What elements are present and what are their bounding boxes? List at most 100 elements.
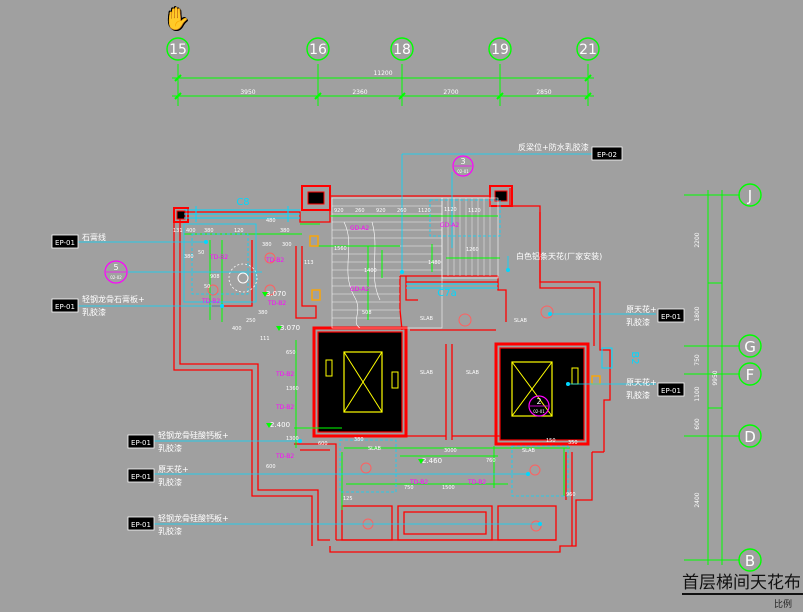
right-axis-grid	[684, 190, 740, 565]
top-dim: 2850	[536, 89, 551, 96]
dim-text: 350	[568, 440, 578, 446]
dim-text: 250	[246, 318, 256, 324]
window-label-c8: C8	[236, 197, 249, 208]
dim-text: 600	[318, 441, 328, 447]
axis-label: B	[745, 552, 755, 570]
slab-label: SLAB	[420, 316, 433, 322]
right-axis-bubble-J: J	[738, 183, 762, 207]
dim-text: 111	[260, 336, 270, 342]
level-label: 3.070	[280, 324, 300, 332]
section-marker-3: 3 02-01	[452, 155, 474, 177]
material-tags: TD-B2 TD-B2 TD-B2 TD-B2 TD-B2 TD-B2 TD-B…	[201, 222, 486, 486]
axis-label: 16	[309, 42, 327, 58]
dim-text: 113	[304, 260, 314, 266]
axis-bubble-21: 21	[576, 37, 600, 61]
dim-text: 260	[355, 208, 365, 214]
dim-text: 750	[404, 485, 414, 491]
slab-label: SLAB	[420, 370, 433, 376]
axis-label: 15	[169, 42, 187, 58]
window-c8	[184, 206, 300, 222]
top-dim: 3950	[240, 89, 255, 96]
drawing-title: 首层梯间天花布	[682, 573, 801, 593]
right-dim: 1100	[694, 386, 701, 401]
callout-ref: EP-01	[55, 303, 75, 311]
tag-td: TD-B2	[265, 257, 284, 264]
right-axis-bubble-F: F	[738, 362, 762, 386]
section-marker-2: 2 02-01	[528, 395, 550, 417]
axis-label: 18	[393, 42, 411, 58]
dim-text: 120	[234, 228, 244, 234]
tag-td: TD-B2	[409, 479, 428, 486]
callout-text: 轻钢龙骨石膏板+	[82, 294, 145, 304]
dim-text: 125	[343, 496, 353, 502]
dim-text: 50	[198, 250, 204, 256]
tag-td: TD-B2	[275, 404, 294, 411]
slab-label: SLAB	[368, 446, 381, 452]
top-axis-ticks	[174, 74, 592, 100]
callout-text: 白色铝条天花(厂家安装)	[516, 251, 602, 261]
axis-bubble-18: 18	[390, 37, 414, 61]
callout-c6: 原天花+ 乳胶漆 EP-01	[626, 377, 685, 400]
tag-td: TD-B2	[201, 298, 220, 305]
axis-label: 19	[491, 42, 509, 58]
dim-text: 3000	[444, 448, 457, 454]
section-number: 3	[460, 157, 465, 166]
dim-text: 650	[286, 350, 296, 356]
right-axis-bubble-G: G	[738, 334, 762, 358]
section-ref: 02-01	[533, 409, 545, 414]
dim-text: 1120	[418, 208, 431, 214]
callout-ref: EP-01	[55, 239, 75, 247]
callout-leaders	[76, 153, 656, 525]
callout-ref: EP-01	[661, 313, 681, 321]
callout-text: 原天花+	[626, 377, 657, 387]
callout-text: 原天花+	[158, 464, 189, 474]
callout-text: 乳胶漆	[626, 390, 650, 400]
dim-text: 600	[266, 464, 276, 470]
callout-ref: EP-01	[131, 439, 151, 447]
callout-text: 反梁位+防水乳胶漆	[518, 142, 589, 152]
callout-text: 乳胶漆	[626, 317, 650, 327]
level-label: 2.400	[270, 421, 290, 429]
callout-c2: EP-01 石膏线	[51, 232, 106, 249]
aluminum-strip-ceiling	[331, 197, 499, 329]
dim-text: 380	[204, 228, 214, 234]
callout-c3: EP-01 轻钢龙骨石膏板+ 乳胶漆	[51, 294, 145, 317]
callout-text: 乳胶漆	[82, 307, 106, 317]
dim-text: 1300	[286, 436, 299, 442]
right-dim: 2200	[694, 232, 701, 247]
dim-text: 1400	[364, 268, 377, 274]
callout-ref: EP-01	[131, 473, 151, 481]
tag-td: TD-B2	[275, 371, 294, 378]
scale-label: 比例	[774, 600, 793, 610]
drawing-title-block: 首层梯间天花布 比例	[682, 568, 803, 610]
callout-ref: EP-02	[597, 151, 617, 159]
callout-text: 乳胶漆	[158, 443, 182, 453]
dim-text: 400	[186, 228, 196, 234]
top-axis-grid	[172, 64, 594, 106]
ceiling-fixtures	[183, 199, 569, 497]
top-dim: 2700	[443, 89, 458, 96]
section-number: 5	[113, 263, 118, 272]
title-underline	[682, 593, 803, 595]
callout-c9: EP-01 轻钢龙骨硅酸钙板+ 乳胶漆	[127, 513, 229, 536]
section-ref: 02-01	[457, 169, 469, 174]
callout-ref: EP-01	[131, 521, 151, 529]
dim-text: 380	[262, 242, 272, 248]
right-total-dim: 9950	[712, 370, 719, 385]
callout-text: 乳胶漆	[158, 526, 182, 536]
dim-text: 400	[232, 326, 242, 332]
dim-text: 380	[258, 310, 268, 316]
door-label-b2: B2	[629, 351, 640, 364]
right-dim: 600	[694, 418, 701, 430]
slab-label: SLAB	[466, 370, 479, 376]
dim-text: 508	[362, 310, 372, 316]
dim-text: 760	[486, 458, 496, 464]
dim-text: 50	[204, 284, 210, 290]
dim-text: 150	[546, 438, 556, 444]
hand-cursor-icon: ✋	[163, 7, 191, 32]
callout-arrows	[204, 240, 570, 526]
wall-outlines	[173, 185, 611, 553]
ceiling-level-markers: 3.070 3.070 2.400 2.460	[262, 290, 442, 465]
